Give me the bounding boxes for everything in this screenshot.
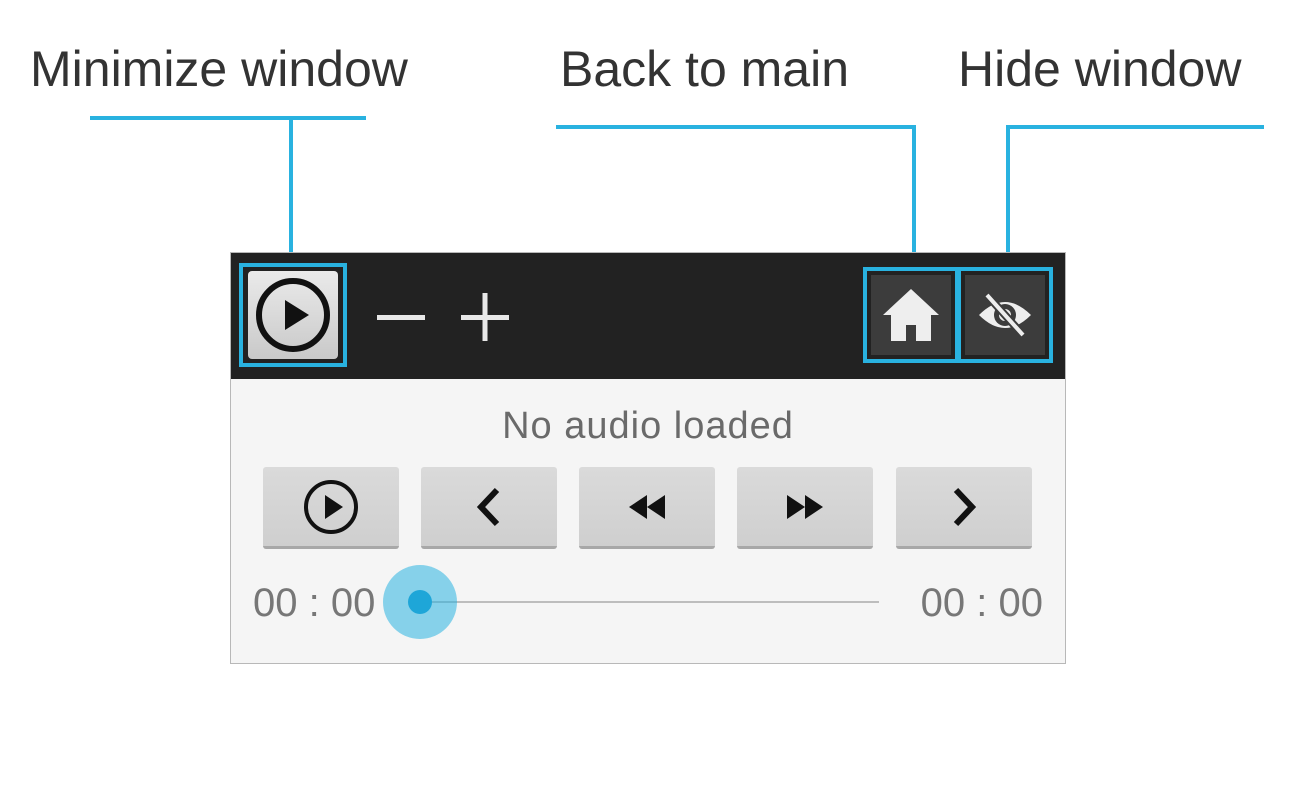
minimize-window-button[interactable] <box>239 263 347 367</box>
decrease-size-button[interactable] <box>371 277 431 357</box>
play-button[interactable] <box>263 467 399 549</box>
callout-back-to-main: Back to main <box>560 41 850 97</box>
chevron-right-icon <box>953 487 977 526</box>
fast-forward-button[interactable] <box>737 467 873 549</box>
callout-minimize-window: Minimize window <box>30 41 408 97</box>
audio-status-text: No audio loaded <box>502 405 794 447</box>
home-icon <box>883 289 939 341</box>
chevron-left-icon <box>476 487 500 526</box>
plus-icon <box>461 293 509 341</box>
next-button[interactable] <box>896 467 1032 549</box>
leader-back <box>556 125 916 268</box>
increase-size-button[interactable] <box>455 277 515 357</box>
rewind-button[interactable] <box>579 467 715 549</box>
minus-icon <box>377 315 425 320</box>
back-to-main-button[interactable] <box>863 267 959 363</box>
floating-player-window: No audio loaded 00 : 00 00 : 00 <box>230 252 1066 664</box>
hide-window-button[interactable] <box>957 267 1053 363</box>
fast-forward-icon <box>787 494 823 519</box>
eye-off-icon <box>979 292 1031 338</box>
previous-button[interactable] <box>421 467 557 549</box>
seek-bar-thumb[interactable] <box>408 590 432 614</box>
rewind-icon <box>629 494 665 519</box>
window-titlebar <box>231 253 1065 379</box>
elapsed-time: 00 : 00 <box>253 581 376 625</box>
callout-hide-window: Hide window <box>958 41 1242 97</box>
total-time: 00 : 00 <box>920 581 1043 625</box>
leader-hide <box>1006 125 1264 268</box>
play-circle-icon <box>304 479 358 534</box>
leader-minimize <box>90 116 366 262</box>
seek-bar-track[interactable] <box>421 601 879 603</box>
play-circle-icon <box>256 278 330 352</box>
